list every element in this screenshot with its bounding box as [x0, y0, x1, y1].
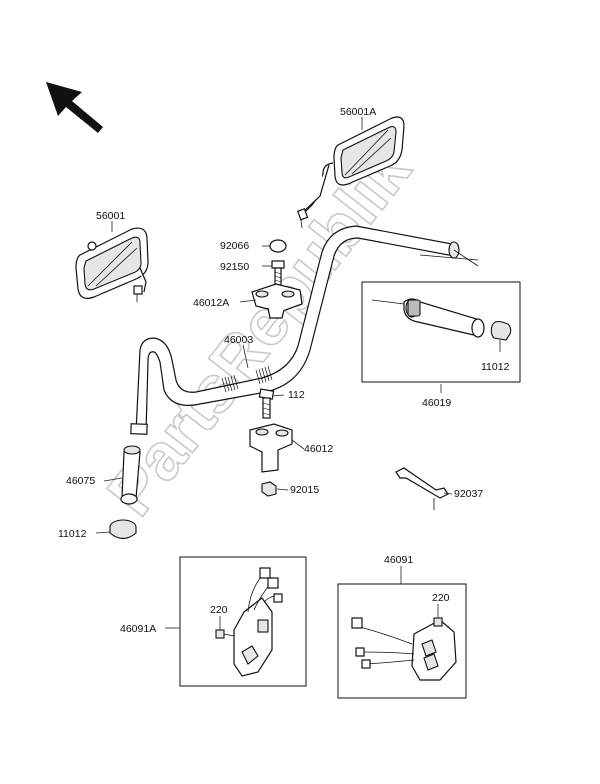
- label-220-right: 220: [432, 592, 450, 604]
- holder-lower: [249, 423, 293, 473]
- weight-left: [109, 519, 137, 540]
- grip-set-box: [361, 281, 521, 383]
- holder-upper: [251, 283, 303, 319]
- part-labels: 56001A 56001 92066 92150 46012A 46003 11…: [58, 106, 510, 635]
- mirror-left: [75, 227, 149, 302]
- label-92066: 92066: [220, 240, 249, 252]
- leader-lines: [95, 117, 501, 630]
- label-46012: 46012: [304, 443, 333, 455]
- watermark: PartsRepublik: [92, 132, 425, 529]
- label-92015: 92015: [290, 484, 319, 496]
- handlebar: [130, 225, 479, 435]
- label-11012-right: 11012: [481, 361, 510, 373]
- label-46003: 46003: [224, 334, 253, 346]
- label-46091a: 46091A: [120, 623, 156, 635]
- label-46019: 46019: [422, 397, 451, 409]
- switch-right-box: [337, 583, 467, 699]
- label-46012a: 46012A: [193, 297, 229, 309]
- label-92150: 92150: [220, 261, 249, 273]
- label-11012-left: 11012: [58, 528, 87, 540]
- front-arrow-icon: [46, 82, 103, 133]
- bracket-92037: [395, 467, 449, 510]
- label-56001: 56001: [96, 210, 125, 222]
- bolt-112: [258, 388, 275, 419]
- mirror-right: [297, 116, 405, 229]
- switch-left-box: [179, 556, 307, 687]
- label-112: 112: [288, 389, 305, 401]
- label-46075: 46075: [66, 475, 95, 487]
- grip-left: [120, 445, 141, 505]
- label-220-left: 220: [210, 604, 228, 616]
- cap-92066: [269, 239, 287, 253]
- label-92037: 92037: [454, 488, 483, 500]
- label-46091: 46091: [384, 554, 413, 566]
- watermark-text: PartsRepublik: [93, 133, 425, 529]
- nut-92015: [261, 481, 277, 497]
- label-56001a: 56001A: [340, 106, 376, 118]
